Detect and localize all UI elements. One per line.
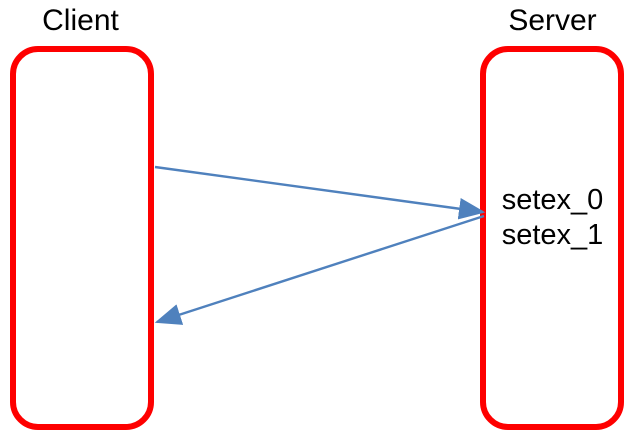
client-label: Client	[42, 4, 119, 37]
server-to-client-arrow	[154, 214, 485, 325]
client-box	[10, 46, 154, 430]
server-content-line: setex_1	[501, 219, 604, 251]
server-content-line: setex_0	[501, 184, 604, 216]
server-label: Server	[508, 4, 597, 37]
server-contents: setex_0 setex_1	[480, 183, 625, 253]
client-to-server-arrow	[154, 165, 486, 220]
